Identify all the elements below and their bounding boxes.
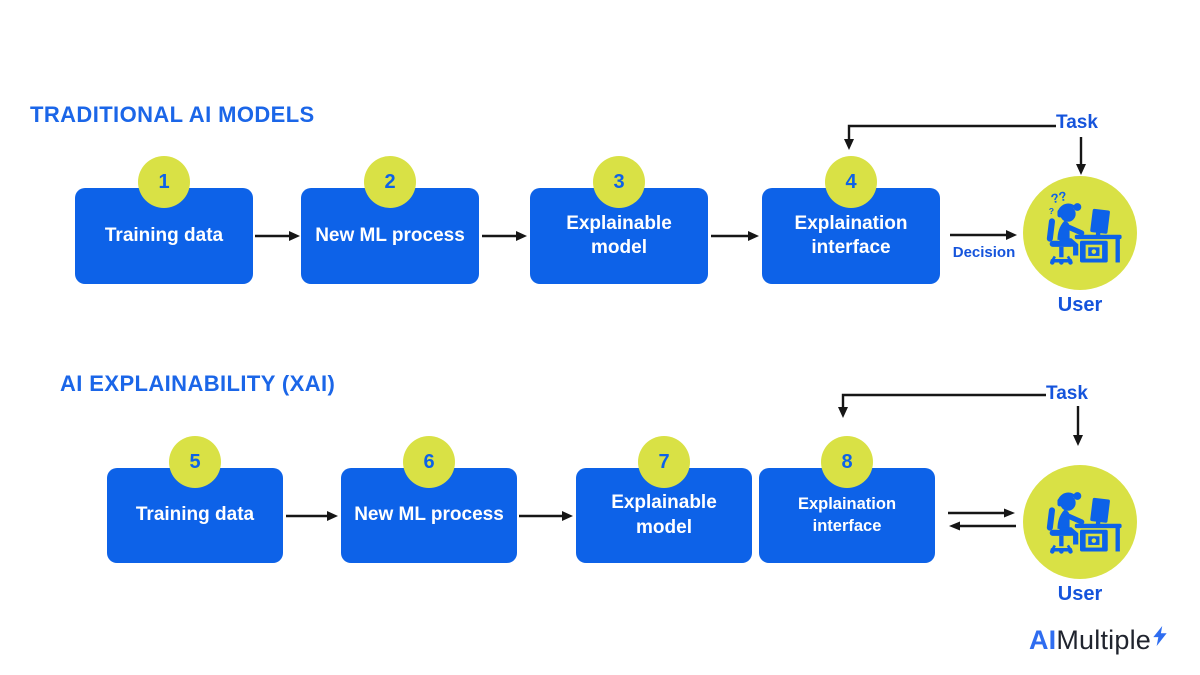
task-down-arrow-icon bbox=[1076, 137, 1086, 175]
arrow-right-icon bbox=[519, 511, 573, 521]
task-elbow-arrow-icon bbox=[838, 393, 1046, 418]
decision-arrow-icon bbox=[950, 230, 1017, 240]
step-training-data-2: 5 Training data bbox=[107, 436, 283, 563]
arrow-right-icon bbox=[255, 231, 300, 241]
step-explanation-interface-2: 8 Explaination interface bbox=[759, 436, 935, 563]
task-label: Task bbox=[1056, 112, 1098, 133]
arrow-right-icon bbox=[482, 231, 527, 241]
step-number-badge: 5 bbox=[169, 436, 221, 488]
task-elbow-arrow-icon bbox=[844, 124, 1056, 150]
step-number-badge: 3 bbox=[593, 156, 645, 208]
confused-user-at-computer-icon: ?? ? bbox=[1023, 176, 1137, 290]
user-label: User bbox=[1057, 583, 1103, 605]
step-number-badge: 6 bbox=[403, 436, 455, 488]
task-down-arrow-icon bbox=[1073, 406, 1083, 446]
svg-text:?: ? bbox=[1049, 206, 1054, 216]
step-number-badge: 8 bbox=[821, 436, 873, 488]
logo-name: Multiple bbox=[1056, 625, 1151, 655]
bidirectional-arrows-icon bbox=[948, 508, 1016, 531]
arrow-right-icon bbox=[711, 231, 759, 241]
step-new-ml-process-2: 6 New ML process bbox=[341, 436, 517, 563]
section-heading-traditional: TRADITIONAL AI MODELS bbox=[30, 102, 315, 127]
logo-prefix: AI bbox=[1028, 625, 1057, 655]
step-number-badge: 4 bbox=[825, 156, 877, 208]
step-box-label: New ML process bbox=[341, 468, 517, 563]
arrow-right-icon bbox=[286, 511, 338, 521]
svg-text:??: ?? bbox=[1049, 188, 1068, 206]
logo-spark-icon bbox=[1153, 626, 1167, 646]
step-explanation-interface-1: 4 Explaination interface bbox=[762, 156, 940, 284]
step-number-badge: 7 bbox=[638, 436, 690, 488]
step-training-data-1: 1 Training data bbox=[75, 156, 253, 284]
section-heading-xai: AI EXPLAINABILITY (XAI) bbox=[60, 371, 336, 396]
decision-label: Decision bbox=[952, 244, 1016, 261]
user-at-computer-icon bbox=[1023, 465, 1137, 579]
task-label: Task bbox=[1046, 383, 1088, 404]
step-new-ml-process-1: 2 New ML process bbox=[301, 156, 479, 284]
step-number-badge: 2 bbox=[364, 156, 416, 208]
step-explainable-model-1: 3 Explainable model bbox=[530, 156, 708, 284]
step-explainable-model-2: 7 Explainable model bbox=[576, 436, 752, 563]
step-number-badge: 1 bbox=[138, 156, 190, 208]
user-label: User bbox=[1057, 294, 1103, 316]
